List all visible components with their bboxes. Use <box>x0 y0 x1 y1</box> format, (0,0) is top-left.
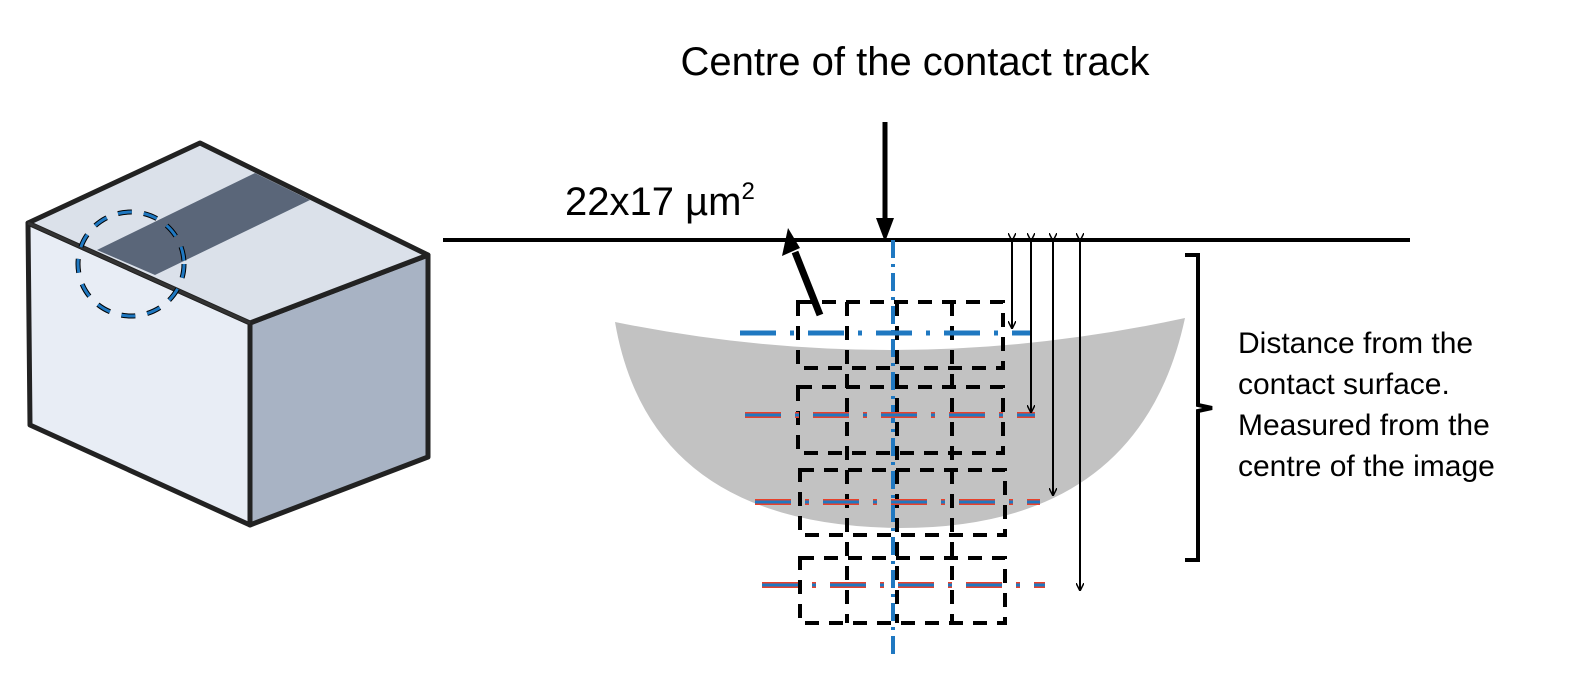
contact-track-stripe <box>97 173 310 275</box>
title: Centre of the contact track <box>680 40 1150 84</box>
image-centre-lines <box>740 330 1045 588</box>
distance-note: Distance from the contact surface. Measu… <box>1238 327 1495 483</box>
distance-arrows <box>1012 240 1080 590</box>
grid-row-1 <box>796 300 1005 370</box>
area-label: 22x17 µm2 <box>565 178 755 224</box>
contact-lens-region <box>615 318 1185 528</box>
grid-row-4 <box>798 556 1007 625</box>
specimen-block <box>25 140 431 528</box>
measurement-grid <box>796 300 1007 625</box>
area-pointer-arrow <box>791 250 824 317</box>
note-line: Measured from the <box>1238 409 1490 442</box>
note-line: Distance from the <box>1238 327 1473 360</box>
grid-row-2 <box>796 385 1005 455</box>
note-line: centre of the image <box>1238 450 1495 483</box>
note-line: contact surface. <box>1238 368 1450 401</box>
bracket <box>1185 253 1213 562</box>
grid-row-3 <box>798 468 1007 537</box>
